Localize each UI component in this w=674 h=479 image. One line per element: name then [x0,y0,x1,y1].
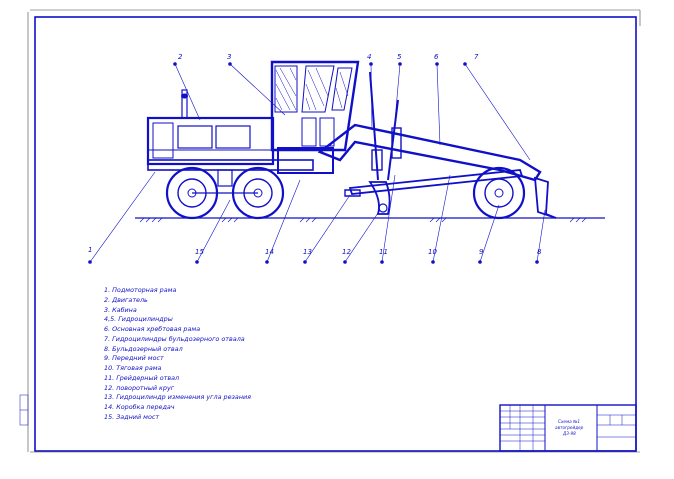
callout-dots [88,62,539,264]
drawbar [348,169,524,195]
callout-2: 2 [178,53,183,61]
callout-3: 3 [227,53,232,61]
callout-1: 1 [88,246,93,254]
legend-item: 2. Двигатель [104,295,148,304]
legend-item: 11. Грейдерный отвал [104,373,180,382]
legend-item: 15. Задний мост [104,412,160,421]
exhaust-pipe [181,89,188,119]
callout-4: 4 [367,53,372,61]
callout-5: 5 [397,53,402,61]
hydraulic-cylinder-5 [387,99,399,181]
legend-item: 1. Подмоторная рама [104,286,177,294]
callout-6: 6 [434,53,439,61]
legend-item: 14. Коробка передач [104,403,175,411]
engine-panel [177,125,213,149]
callout-10: 10 [428,248,437,256]
legend-item: 9. Передний мост [104,354,164,363]
callout-14: 14 [265,248,274,256]
motor-grader [146,60,557,220]
cab [270,60,360,152]
legend-item: 12. поворотный круг [104,383,175,392]
legend-item: 10. Тяговая рама [104,364,162,372]
side-stamp [19,394,29,426]
legend-item: 13. Гидроцилиндр изменения угла резания [104,393,251,402]
engine-hood [146,116,275,166]
legend-item: 4,5. Гидроцилиндры [104,315,173,324]
moldboard [368,181,391,215]
callout-11: 11 [379,248,388,256]
legend-item: 7. Гидроцилиндры бульдозерного отвала [104,334,245,343]
legend-item: 8. Бульдозерный отвал [104,344,183,353]
callout-12: 12 [342,248,351,256]
dozer-blade [533,176,557,219]
callout-13: 13 [303,248,312,256]
callout-9: 9 [479,248,484,256]
callout-15: 15 [195,248,204,256]
title-block-line-1: Схема №1 [558,419,581,424]
title-block-line-3: ДЗ-98 [563,431,576,436]
callout-7: 7 [474,53,479,61]
legend-item: 6. Основная хребтовая рама [104,325,201,333]
engine-grille [152,122,174,159]
title-block-line-2: автогрейдер [555,425,584,430]
callout-8: 8 [537,248,542,256]
ground-line [135,217,605,223]
sheet-border [27,9,641,453]
leader-lines [89,63,546,263]
engine-panel [215,125,251,149]
front-wheel [472,166,526,220]
parts-legend: 1. Подмоторная рама 2. Двигатель 3. Каби… [104,286,304,423]
title-block [499,404,637,452]
legend-item: 3. Кабина [104,305,137,314]
